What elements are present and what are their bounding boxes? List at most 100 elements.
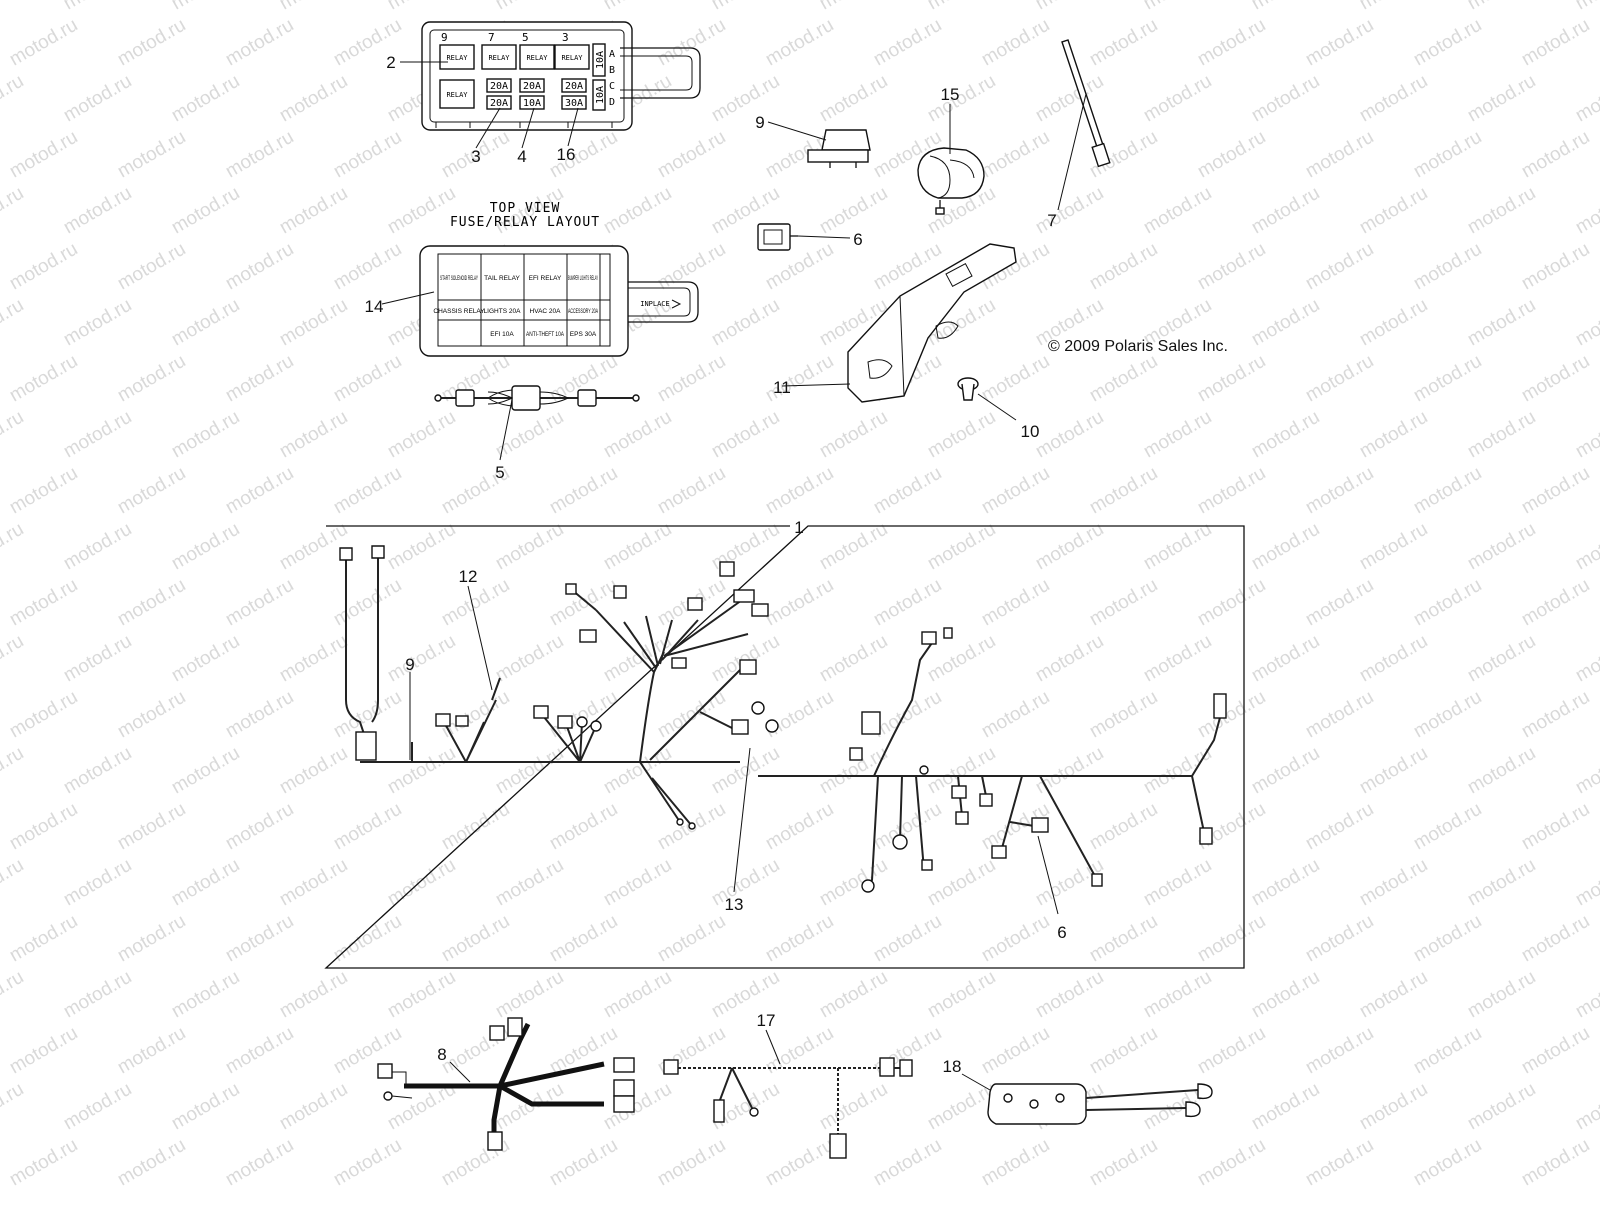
- watermark-text: motod.ru: [330, 127, 405, 183]
- watermark-text: motod.ru: [1572, 295, 1600, 351]
- side-letter-c: C: [609, 81, 615, 92]
- watermark-text: motod.ru: [978, 15, 1053, 71]
- fuse-rating-2: 20A: [523, 81, 541, 92]
- callout-17: 17: [757, 1011, 776, 1030]
- watermark-text: motod.ru: [816, 967, 891, 1023]
- watermark-text: motod.ru: [330, 799, 405, 855]
- callout-13: 13: [725, 895, 744, 914]
- watermark-text: motod.ru: [222, 463, 297, 519]
- watermark-text: motod.ru: [6, 127, 81, 183]
- watermark-text: motod.ru: [870, 575, 945, 631]
- watermark-text: motod.ru: [546, 911, 621, 967]
- watermark-text: motod.ru: [1302, 1135, 1377, 1191]
- watermark-text: motod.ru: [1140, 0, 1215, 14]
- watermark-text: motod.ru: [1194, 575, 1269, 631]
- watermark-text: motod.ru: [870, 463, 945, 519]
- watermark-text: motod.ru: [1464, 71, 1539, 127]
- watermark-text: motod.ru: [492, 0, 567, 14]
- watermark-text: motod.ru: [1410, 463, 1485, 519]
- watermark-text: motod.ru: [114, 239, 189, 295]
- caption-fuse-relay-layout: FUSE/RELAY LAYOUT: [450, 215, 600, 230]
- watermark-text: motod.ru: [1572, 407, 1600, 463]
- watermark-text: motod.ru: [492, 743, 567, 799]
- watermark-text: motod.ru: [0, 407, 27, 463]
- watermark-text: motod.ru: [762, 1023, 837, 1079]
- watermark-text: motod.ru: [276, 295, 351, 351]
- watermark-text: motod.ru: [276, 631, 351, 687]
- watermark-text: motod.ru: [60, 631, 135, 687]
- watermark-text: motod.ru: [1356, 855, 1431, 911]
- watermark-text: motod.ru: [1464, 407, 1539, 463]
- watermark-text: motod.ru: [1572, 0, 1600, 14]
- watermark-text: motod.ru: [762, 911, 837, 967]
- watermark-text: motod.ru: [276, 183, 351, 239]
- watermark-text: motod.ru: [654, 911, 729, 967]
- watermark-text: motod.ru: [330, 239, 405, 295]
- watermark-text: motod.ru: [1302, 1023, 1377, 1079]
- watermark-text: motod.ru: [1086, 687, 1161, 743]
- watermark-text: motod.ru: [1032, 407, 1107, 463]
- watermark-text: motod.ru: [600, 407, 675, 463]
- watermark-text: motod.ru: [384, 743, 459, 799]
- cell-efi-fuse: EFI 10A: [490, 331, 514, 338]
- relay-label-3: RELAY: [526, 54, 548, 62]
- watermark-text: motod.ru: [600, 0, 675, 14]
- watermark-text: motod.ru: [924, 967, 999, 1023]
- watermark-text: motod.ru: [1572, 71, 1600, 127]
- watermark-text: motod.ru: [1248, 183, 1323, 239]
- watermark-text: motod.ru: [1410, 799, 1485, 855]
- watermark-text: motod.ru: [1464, 183, 1539, 239]
- watermark-text: motod.ru: [1194, 799, 1269, 855]
- watermark-text: motod.ru: [384, 967, 459, 1023]
- watermark-text: motod.ru: [1248, 71, 1323, 127]
- watermark-text: motod.ru: [978, 687, 1053, 743]
- watermark-text: motod.ru: [762, 463, 837, 519]
- watermark-text: motod.ru: [924, 855, 999, 911]
- watermark-text: motod.ru: [1032, 71, 1107, 127]
- watermark-text: motod.ru: [1518, 351, 1593, 407]
- watermark-text: motod.ru: [1086, 911, 1161, 967]
- watermark-text: motod.ru: [546, 1135, 621, 1191]
- callout-12: 12: [459, 567, 478, 586]
- watermark-text: motod.ru: [1464, 743, 1539, 799]
- fuse-rating-1: 20A: [490, 81, 508, 92]
- watermark-text: motod.ru: [222, 687, 297, 743]
- watermark-text: motod.ru: [168, 1079, 243, 1135]
- watermark-text: motod.ru: [384, 0, 459, 14]
- watermark-text: motod.ru: [276, 855, 351, 911]
- watermark-text: motod.ru: [6, 1135, 81, 1191]
- watermark-text: motod.ru: [60, 0, 135, 14]
- item-6-connector: [757, 223, 798, 251]
- watermark-text: motod.ru: [1572, 183, 1600, 239]
- watermark-text: motod.ru: [1302, 15, 1377, 71]
- watermark-text: motod.ru: [1194, 127, 1269, 183]
- watermark-text: motod.ru: [276, 967, 351, 1023]
- item-11-bracket: [847, 243, 1017, 403]
- item-7-cable-tie: [1061, 39, 1111, 168]
- watermark-text: motod.ru: [0, 519, 27, 575]
- watermark-text: motod.ru: [1140, 407, 1215, 463]
- top-number-3: 3: [562, 31, 569, 44]
- callout-16: 16: [557, 145, 576, 164]
- watermark-text: motod.ru: [762, 799, 837, 855]
- watermark-text: motod.ru: [168, 71, 243, 127]
- watermark-text: motod.ru: [60, 967, 135, 1023]
- item-18-ground-strap: [987, 1083, 1213, 1125]
- watermark-text: motod.ru: [1356, 519, 1431, 575]
- caption-top-view: TOP VIEW: [490, 201, 561, 216]
- watermark-text: motod.ru: [114, 1023, 189, 1079]
- watermark-text: motod.ru: [762, 575, 837, 631]
- watermark-text: motod.ru: [384, 407, 459, 463]
- watermark-text: motod.ru: [654, 127, 729, 183]
- watermark-text: motod.ru: [870, 799, 945, 855]
- watermark-text: motod.ru: [1140, 519, 1215, 575]
- watermark-text: motod.ru: [60, 743, 135, 799]
- top-number-7: 7: [488, 31, 495, 44]
- watermark-text: motod.ru: [1356, 295, 1431, 351]
- watermark-text: motod.ru: [1086, 1135, 1161, 1191]
- watermark-text: motod.ru: [114, 15, 189, 71]
- watermark-text: motod.ru: [168, 183, 243, 239]
- watermark-text: motod.ru: [816, 407, 891, 463]
- watermark-text: motod.ru: [1194, 15, 1269, 71]
